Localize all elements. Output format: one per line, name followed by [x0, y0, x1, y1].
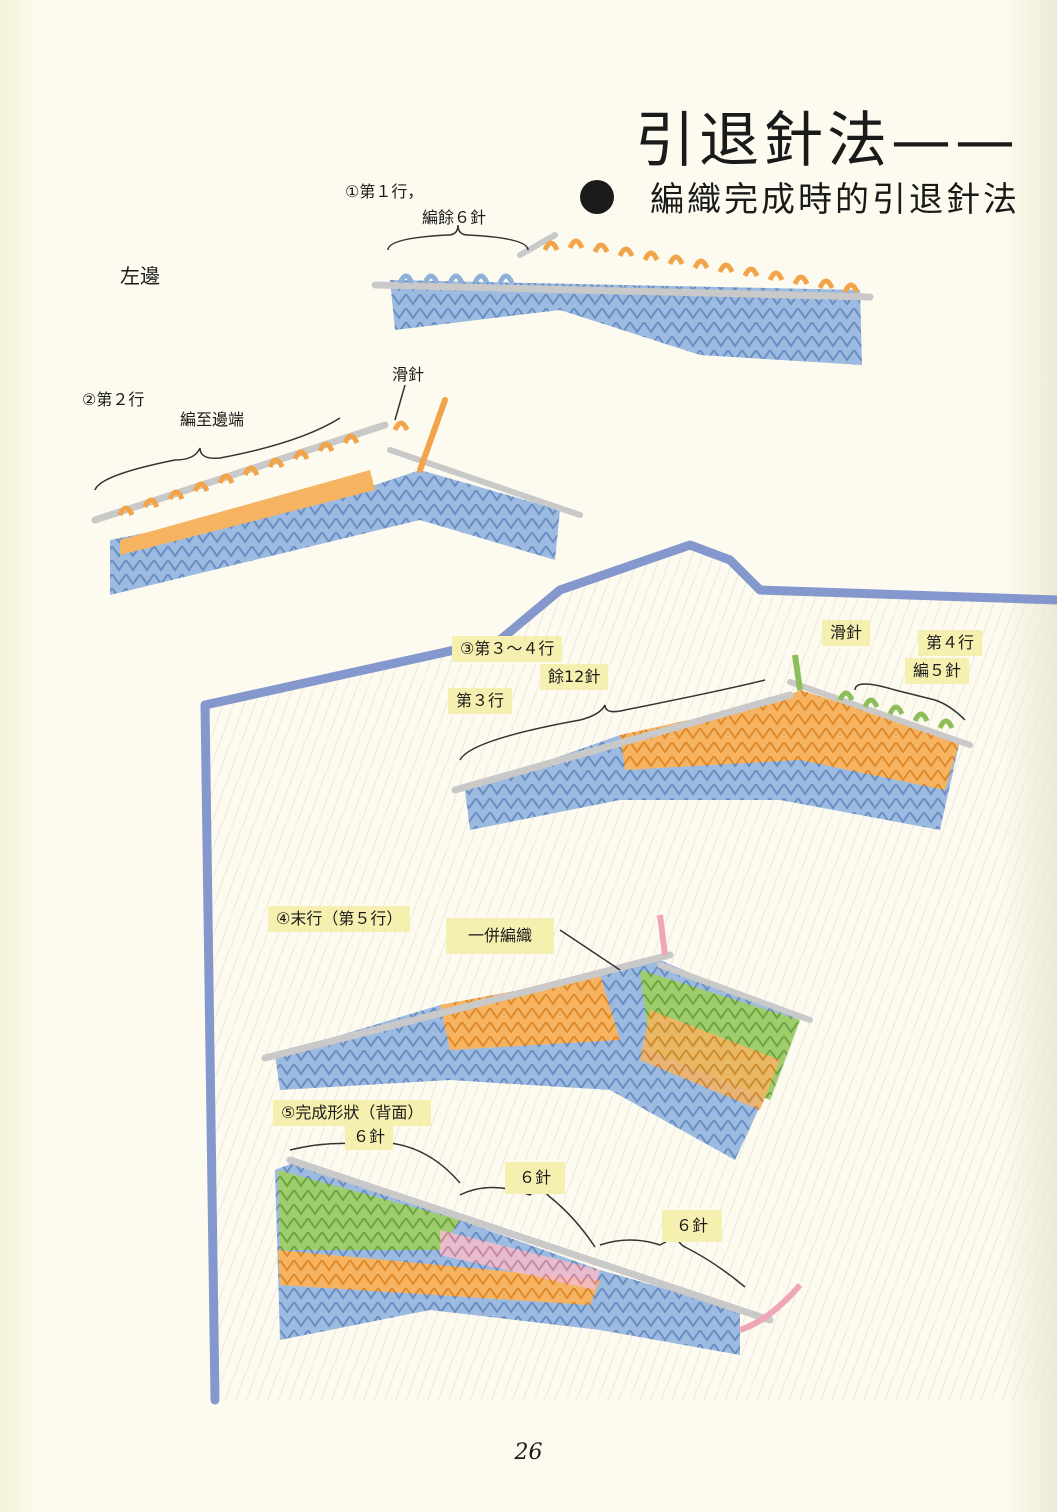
- step5-count1: ６針: [345, 1124, 394, 1150]
- bullet-icon: [580, 179, 614, 214]
- step3-label: ③第３～４行: [452, 636, 563, 662]
- step2-callout: 滑針: [392, 365, 425, 384]
- step1-swatch: [371, 224, 874, 365]
- step3-row4-note: 編５針: [905, 658, 970, 684]
- step4-label: ④末行（第５行）: [268, 906, 411, 932]
- step2-note: 編至邊端: [180, 410, 245, 429]
- side-label: 左邊: [120, 264, 160, 288]
- step1-note: 編餘６針: [422, 208, 487, 227]
- step5-count3: ６針: [662, 1210, 723, 1242]
- page-title: 引退針法——: [635, 106, 1019, 176]
- step5-count2: ６針: [505, 1162, 566, 1194]
- step3-swatch: [451, 654, 973, 830]
- step4-swatch: [261, 914, 813, 1160]
- step5-label: ⑤完成形狀（背面）: [273, 1100, 432, 1126]
- step1-label: ①第１行，: [345, 182, 424, 201]
- step4-callout: 一併編織: [446, 918, 555, 954]
- step3-row4: 第４行: [918, 630, 983, 656]
- step3-note: 餘12針: [540, 664, 609, 690]
- step2-swatch: [91, 384, 583, 595]
- step2-label: ②第２行: [82, 390, 145, 409]
- page-subtitle: 編織完成時的引退針法: [650, 180, 1020, 220]
- step3-callout: 滑針: [822, 620, 871, 646]
- subtitle-row: 編織完成時的引退針法: [580, 172, 1020, 221]
- page-number: 26: [514, 1440, 543, 1465]
- step3-row3: 第３行: [448, 688, 513, 714]
